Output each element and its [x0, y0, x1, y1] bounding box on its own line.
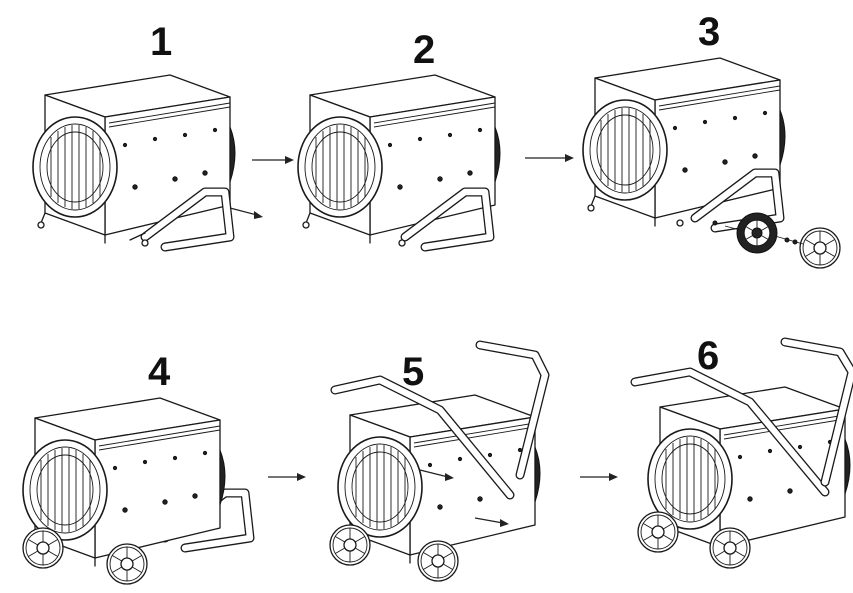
arrow-step-2-to-3	[525, 154, 574, 162]
step-number-5: 5	[402, 350, 425, 394]
step-number-4: 4	[148, 350, 171, 394]
step-2-heater	[297, 74, 501, 247]
step-3-heater	[582, 57, 841, 269]
step-number-2: 2	[413, 28, 436, 72]
arrow-step-4-to-5	[268, 473, 306, 481]
step-number-1: 1	[150, 20, 173, 64]
step-1-heater	[32, 74, 263, 247]
step-6-heater	[630, 337, 853, 569]
arrow-step-1-to-2	[252, 156, 294, 164]
arrow-step-5-to-6	[580, 473, 618, 481]
step-number-6: 6	[697, 334, 720, 378]
step-number-3: 3	[698, 10, 721, 54]
step-5-heater	[329, 340, 550, 582]
step-4-heater	[22, 397, 250, 585]
